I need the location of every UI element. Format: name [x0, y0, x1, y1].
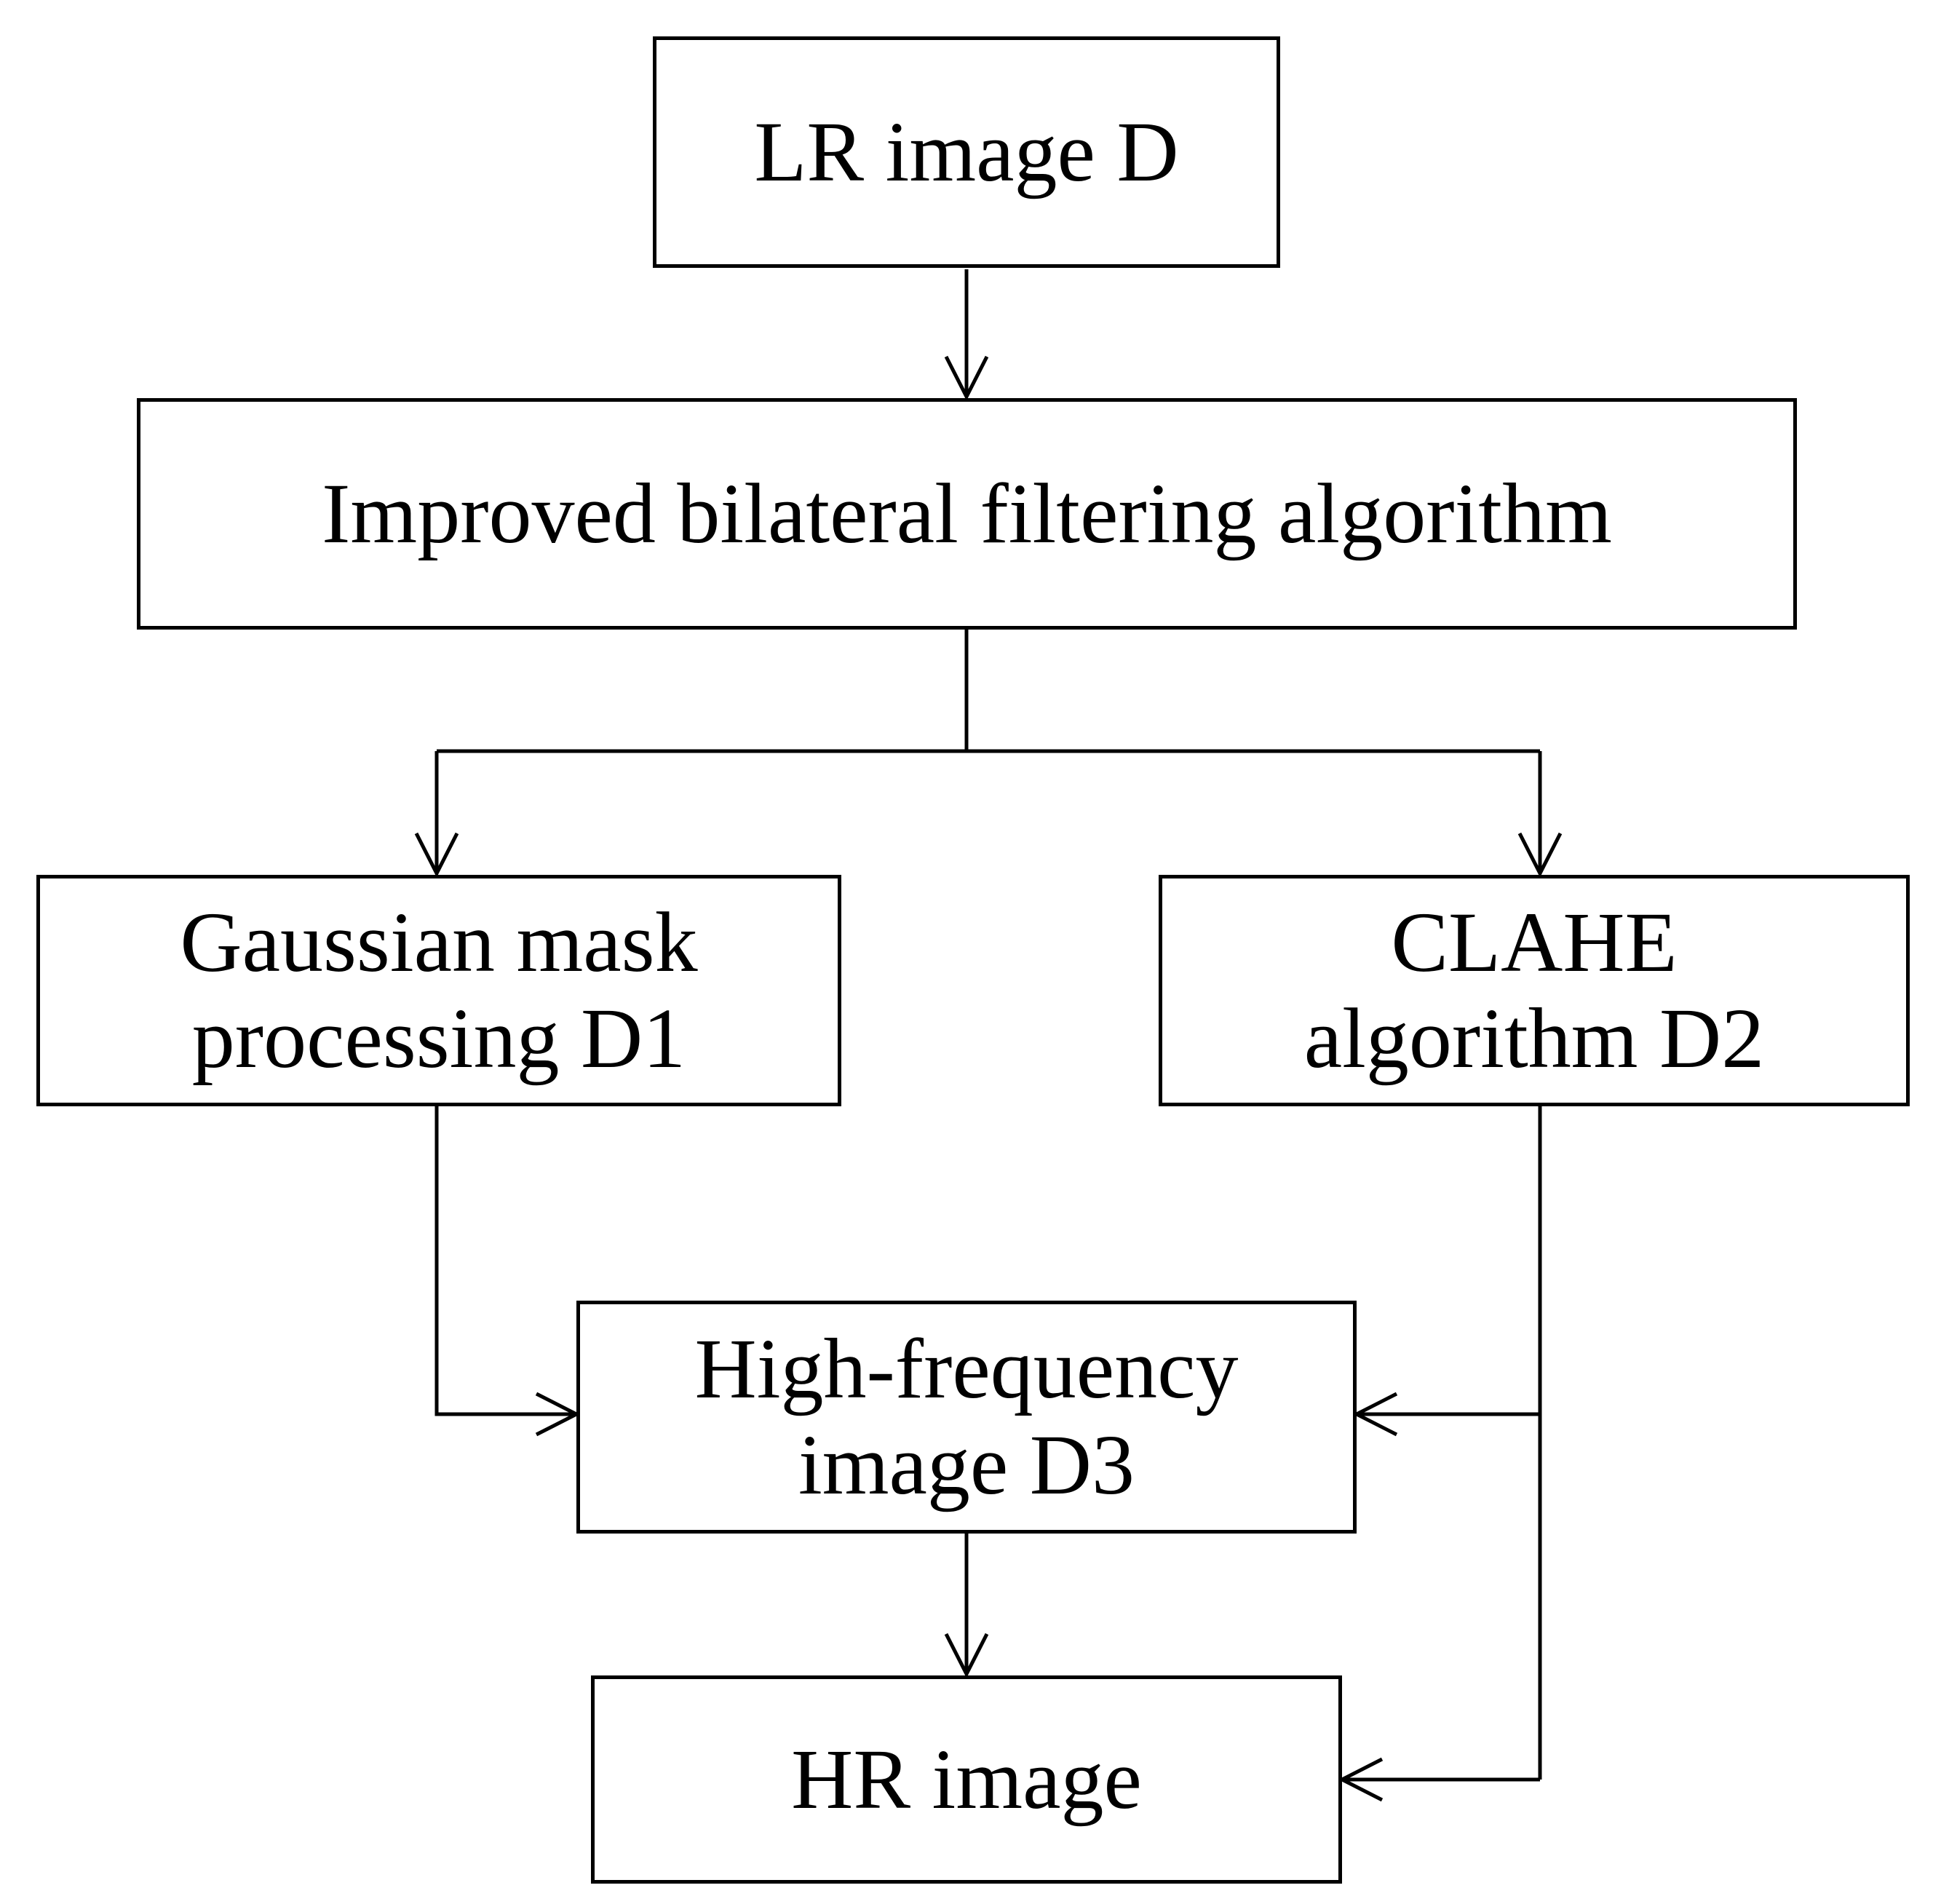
- gaussian-mask-label-line2: processing D1: [191, 991, 686, 1086]
- arrowhead-gaussian: [414, 832, 459, 878]
- clahe-label-line1: CLAHE: [1391, 894, 1678, 990]
- arrowhead-highfreq-right: [1352, 1392, 1398, 1437]
- high-frequency-label-line1: High-frequency: [694, 1320, 1239, 1416]
- arrowhead-hr-top: [944, 1633, 989, 1678]
- gaussian-mask-label-line1: Gaussian mask: [180, 894, 698, 990]
- bilateral-filter-label: Improved bilateral filtering algorithm: [322, 465, 1612, 561]
- bilateral-filter-node: Improved bilateral filtering algorithm: [137, 398, 1797, 630]
- lr-image-label: LR image D: [754, 103, 1179, 199]
- gaussian-mask-node: Gaussian mask processing D1: [36, 875, 841, 1106]
- arrowhead-hr-right: [1338, 1757, 1384, 1802]
- lr-image-node: LR image D: [653, 36, 1280, 268]
- edge-gaussian-to-highfreq: [434, 1106, 576, 1416]
- clahe-label-line2: algorithm D2: [1303, 991, 1765, 1086]
- hr-image-label: HR image: [791, 1731, 1142, 1827]
- high-frequency-label-line2: image D3: [798, 1417, 1135, 1512]
- clahe-node: CLAHE algorithm D2: [1159, 875, 1910, 1106]
- arrowhead-clahe: [1517, 832, 1563, 878]
- arrowhead-bilateral: [944, 355, 989, 401]
- hr-image-node: HR image: [591, 1675, 1342, 1884]
- edge-bilateral-split: [437, 630, 1540, 753]
- high-frequency-node: High-frequency image D3: [576, 1301, 1357, 1534]
